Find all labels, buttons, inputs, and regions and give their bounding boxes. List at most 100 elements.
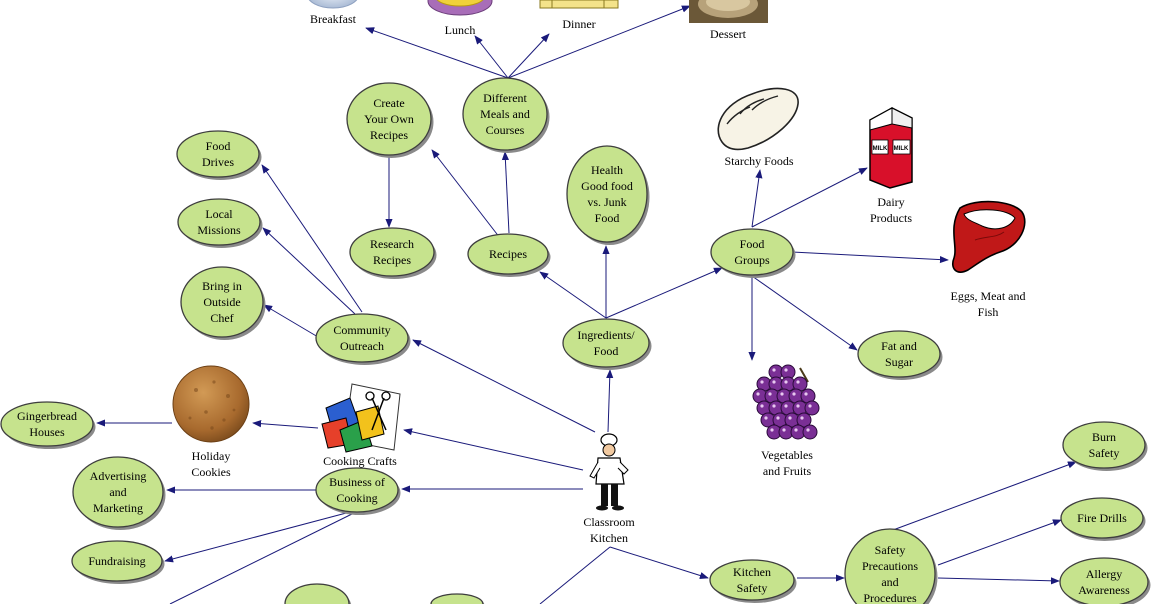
ingredients-food-label-1: Ingredients/ bbox=[577, 328, 635, 342]
starchy-foods-label: Starchy Foods bbox=[725, 154, 794, 168]
breakfast-plate-icon bbox=[308, 0, 358, 9]
food-drives-label-2: Drives bbox=[202, 155, 234, 169]
starchy-foods-node[interactable]: Starchy Foods bbox=[717, 87, 799, 168]
advertising-label-1: Advertising bbox=[90, 469, 147, 483]
edge-ingredients-recipes bbox=[539, 271, 607, 319]
burn-safety-label-2: Safety bbox=[1089, 446, 1120, 460]
holiday-cookies-node[interactable]: Holiday Cookies bbox=[172, 365, 250, 479]
grapes-icon bbox=[752, 364, 820, 440]
recipes-node-bubble bbox=[467, 233, 549, 275]
edge-meals-dessert bbox=[507, 5, 691, 79]
grape-24 bbox=[802, 424, 818, 440]
offpage-node-2[interactable] bbox=[430, 593, 486, 604]
veg-fruits-label-2: and Fruits bbox=[763, 464, 812, 478]
dairy-node[interactable]: MILK MILK Dairy Products bbox=[869, 107, 913, 225]
cooking-crafts-label: Cooking Crafts bbox=[323, 454, 397, 468]
classroom-kitchen-node[interactable]: Classroom Kitchen bbox=[583, 433, 635, 545]
offpage-node-2-bubble bbox=[430, 593, 484, 604]
edge-kitchen-safety bbox=[609, 546, 709, 579]
cookie-icon bbox=[172, 365, 250, 443]
fundraising-node[interactable]: Fundraising bbox=[71, 540, 165, 584]
create-own-recipes-label-2: Your Own bbox=[364, 112, 414, 126]
edge-kitchen-ingredients bbox=[606, 369, 614, 433]
breakfast-node[interactable]: Breakfast bbox=[307, 0, 359, 26]
grape-highlight-22 bbox=[782, 428, 786, 432]
grape-highlight-12 bbox=[760, 404, 764, 408]
grape-highlight-24 bbox=[806, 428, 810, 432]
kitchen-safety-label-1: Kitchen bbox=[733, 565, 771, 579]
lunch-node[interactable]: Lunch bbox=[427, 0, 493, 37]
ingredients-food-node[interactable]: Ingredients/Food bbox=[562, 318, 652, 370]
fundraising-node-bubble bbox=[71, 540, 163, 582]
vegetables-fruits-node[interactable]: Vegetables and Fruits bbox=[752, 364, 820, 478]
connectors bbox=[96, 5, 1077, 604]
cookie-texture bbox=[188, 380, 236, 430]
grape-highlight-19 bbox=[788, 416, 792, 420]
veg-fruits-label-1: Vegetables bbox=[761, 448, 813, 462]
fire-drills-label-1: Fire Drills bbox=[1077, 511, 1127, 525]
grape-highlight-11 bbox=[804, 392, 808, 396]
create-own-recipes-label-1: Create bbox=[373, 96, 404, 110]
lunch-label: Lunch bbox=[445, 23, 476, 37]
grape-highlight-18 bbox=[776, 416, 780, 420]
create-own-recipes-node-bubble bbox=[346, 82, 432, 156]
different-meals-node-bubble bbox=[462, 77, 548, 151]
eggs-meat-fish-node[interactable]: Eggs, Meat and Fish bbox=[951, 200, 1026, 319]
recipes-node[interactable]: Recipes bbox=[467, 233, 551, 277]
grape-highlight-9 bbox=[780, 392, 784, 396]
edge-community-missions bbox=[262, 227, 356, 315]
advertising-node-bubble bbox=[72, 456, 164, 528]
milk-carton-icon: MILK MILK bbox=[869, 107, 913, 189]
edge-precautions-fire bbox=[937, 519, 1062, 566]
health-label-1: Health bbox=[591, 163, 623, 177]
edge-ingredients-foodgroups bbox=[605, 267, 723, 319]
edge-kitchen-crafts bbox=[403, 428, 584, 471]
create-own-recipes-label-3: Recipes bbox=[370, 128, 408, 142]
classroom-kitchen-label-1: Classroom bbox=[583, 515, 635, 529]
ingredients-food-label-2: Food bbox=[594, 344, 619, 358]
outside-chef-label-3: Chef bbox=[210, 311, 233, 325]
outside-chef-label-1: Bring in bbox=[202, 279, 242, 293]
fire-drills-node[interactable]: Fire Drills bbox=[1060, 497, 1146, 541]
edge-groups-fat bbox=[751, 275, 858, 351]
breakfast-label: Breakfast bbox=[310, 12, 357, 26]
fundraising-label-1: Fundraising bbox=[88, 554, 145, 568]
edge-precautions-burn bbox=[892, 461, 1077, 531]
food-groups-label-2: Groups bbox=[734, 253, 770, 267]
holiday-cookies-label-1: Holiday bbox=[192, 449, 231, 463]
dinner-node[interactable]: Dinner bbox=[539, 0, 619, 31]
outside-chef-node-bubble bbox=[180, 266, 264, 338]
grape-highlight-1 bbox=[772, 368, 776, 372]
edge-groups-dairy bbox=[751, 167, 868, 228]
offpage-node-1[interactable] bbox=[284, 583, 352, 604]
grape-highlight-13 bbox=[772, 404, 776, 408]
cooking-crafts-node[interactable]: Cooking Crafts bbox=[321, 383, 401, 468]
dessert-node[interactable]: Dessert bbox=[689, 0, 768, 41]
edge-recipes-meals bbox=[501, 151, 510, 234]
kitchen-safety-label-2: Safety bbox=[737, 581, 768, 595]
safety-precautions-label-2: Precautions bbox=[862, 559, 918, 573]
food-groups-node-bubble bbox=[710, 228, 794, 276]
grape-highlight-23 bbox=[794, 428, 798, 432]
grape-highlight-17 bbox=[764, 416, 768, 420]
grape-16 bbox=[804, 400, 820, 416]
business-cooking-node-bubble bbox=[315, 467, 399, 513]
